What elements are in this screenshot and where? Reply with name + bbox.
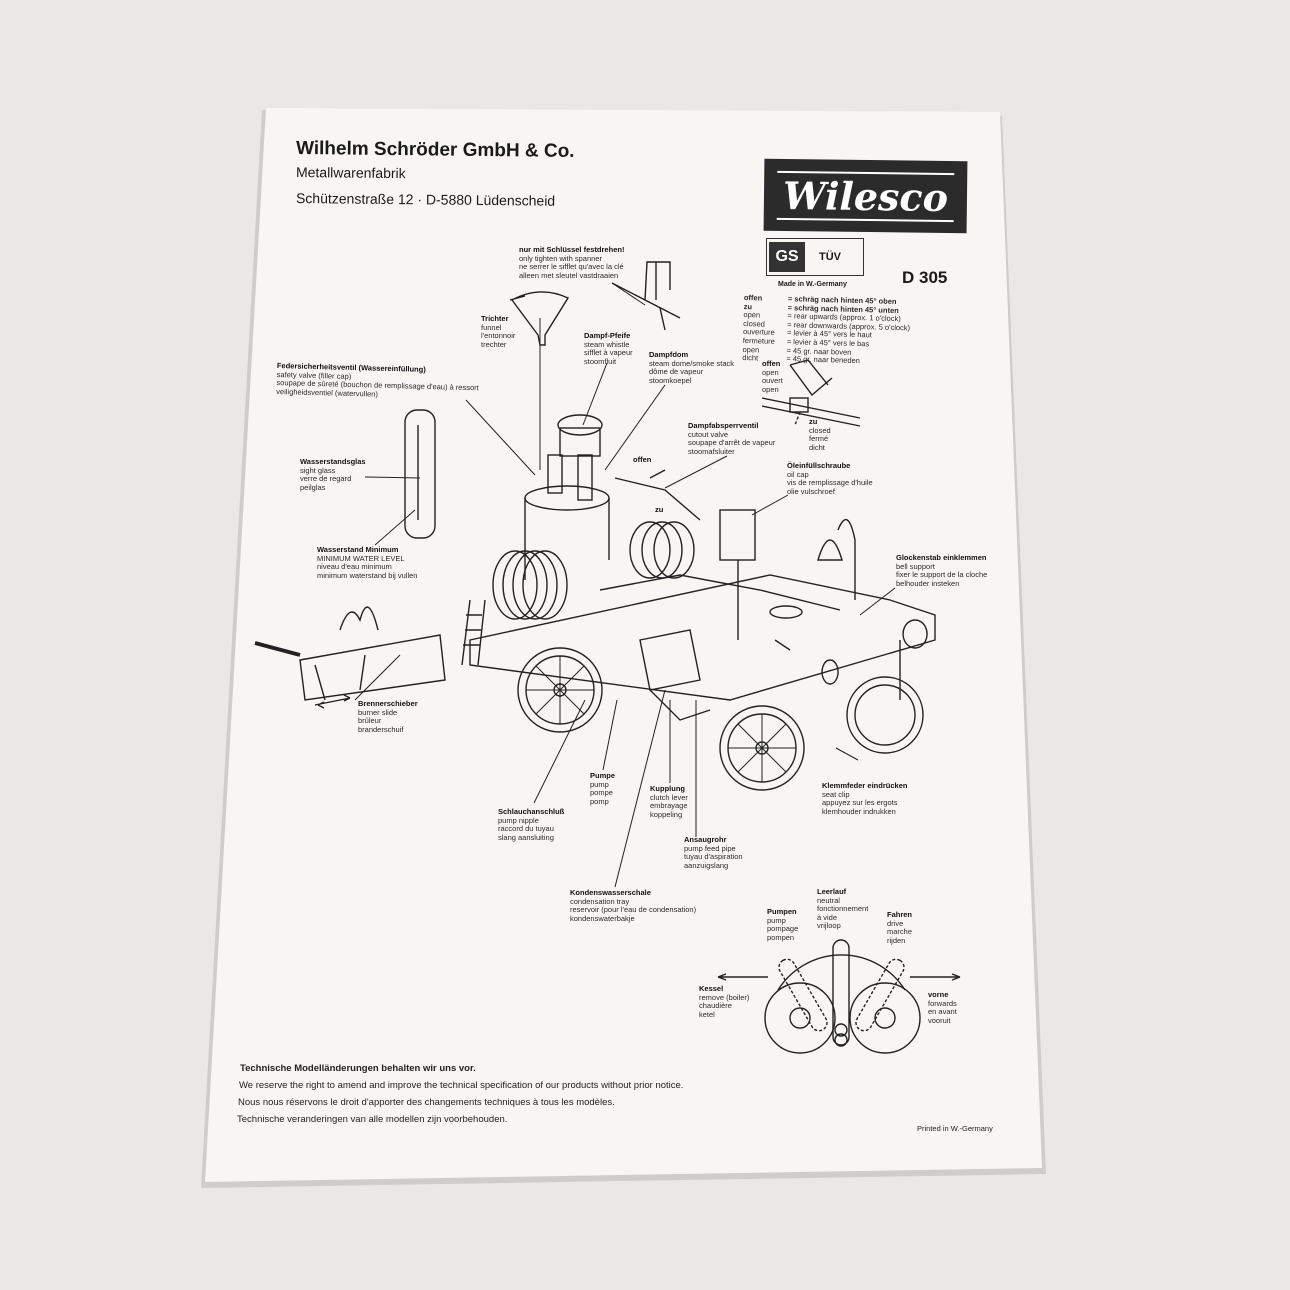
notice-fr: Nous nous réservons le droit d'apporter … — [238, 1097, 615, 1108]
printed-in: Printed in W.-Germany — [917, 1124, 993, 1133]
made-in: Made in W.-Germany — [778, 281, 847, 288]
label-zu: zu — [655, 505, 664, 514]
notice-en: We reserve the right to amend and improv… — [239, 1080, 684, 1091]
notice-nl: Technische veranderingen van alle modell… — [237, 1114, 508, 1125]
model-number: D 305 — [902, 268, 948, 287]
label-spanner: nur mit Schlüssel festdrehen!only tighte… — [519, 245, 625, 280]
label-offen: offen — [633, 455, 652, 464]
notice-de: Technische Modelländerungen behalten wir… — [240, 1063, 476, 1074]
label-safety-valve: Federsicherheitsventil (Wassereinfüllung… — [276, 361, 479, 399]
